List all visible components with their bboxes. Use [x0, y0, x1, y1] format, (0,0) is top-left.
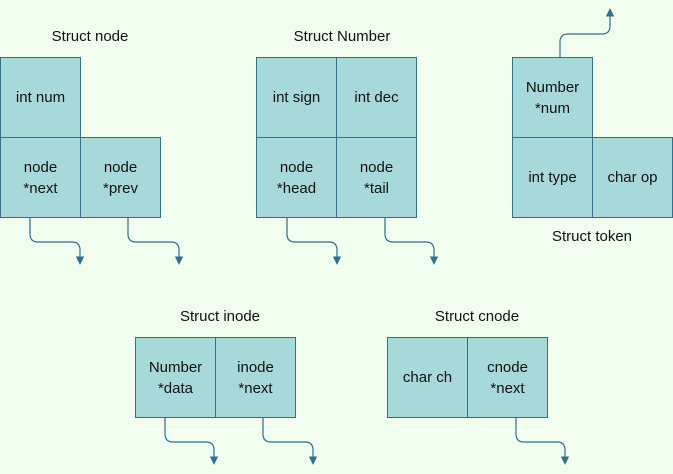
struct-cnode-title: Struct cnode: [434, 308, 520, 325]
struct-token-field-op: char op: [592, 137, 673, 218]
struct-inode-field-data: Number *data: [135, 337, 216, 418]
node-next-pointer-arrow: [29, 218, 85, 265]
inode-data-pointer-arrow: [164, 418, 219, 465]
number-head-pointer-arrow: [286, 218, 342, 265]
number-tail-pointer-arrow: [384, 218, 439, 265]
struct-node-field-next: node *next: [0, 137, 81, 218]
struct-node-title: Struct node: [51, 28, 129, 45]
struct-inode-field-next: inode *next: [215, 337, 296, 418]
struct-number-field-tail: node *tail: [336, 137, 417, 218]
struct-token-field-num: Number *num: [512, 57, 593, 138]
struct-number-field-head: node *head: [256, 137, 337, 218]
struct-number-title: Struct Number: [293, 28, 391, 45]
node-prev-pointer-arrow: [127, 218, 184, 265]
inode-next-pointer-arrow: [262, 418, 318, 465]
struct-node-field-prev: node *prev: [80, 137, 161, 218]
struct-cnode-field-ch: char ch: [387, 337, 468, 418]
struct-inode-title: Struct inode: [179, 308, 261, 325]
struct-token-title: Struct token: [551, 228, 633, 245]
token-num-pointer-arrow: [559, 8, 615, 57]
struct-cnode-field-next: cnode *next: [467, 337, 548, 418]
cnode-next-pointer-arrow: [515, 418, 570, 465]
